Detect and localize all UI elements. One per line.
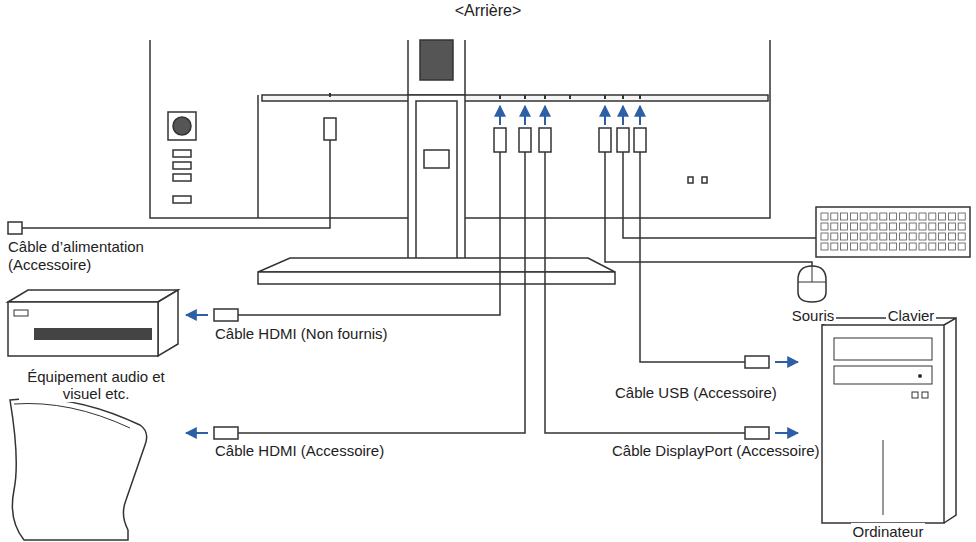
- device-label: Ordinateur: [851, 523, 926, 540]
- device: Clavier: [852, 202, 970, 324]
- device: Équipement audio et visuel etc.: [6, 286, 186, 402]
- cable-label: Câble d’alimentation (Accessoire): [8, 238, 158, 274]
- device-label: Clavier: [886, 307, 937, 324]
- cable-label: Câble DisplayPort (Accessoire): [612, 442, 820, 460]
- cable-label: Câble HDMI (Non fournis): [215, 325, 388, 343]
- cable-label: Câble HDMI (Accessoire): [215, 442, 384, 460]
- device-label: Souris: [790, 307, 837, 324]
- view-title: <Arrière>: [0, 2, 976, 20]
- device-label: Équipement audio et visuel etc.: [19, 368, 173, 402]
- cable-label: Câble USB (Accessoire): [615, 384, 777, 402]
- device: Souris: [786, 262, 840, 324]
- device: Ordinateur: [816, 316, 960, 540]
